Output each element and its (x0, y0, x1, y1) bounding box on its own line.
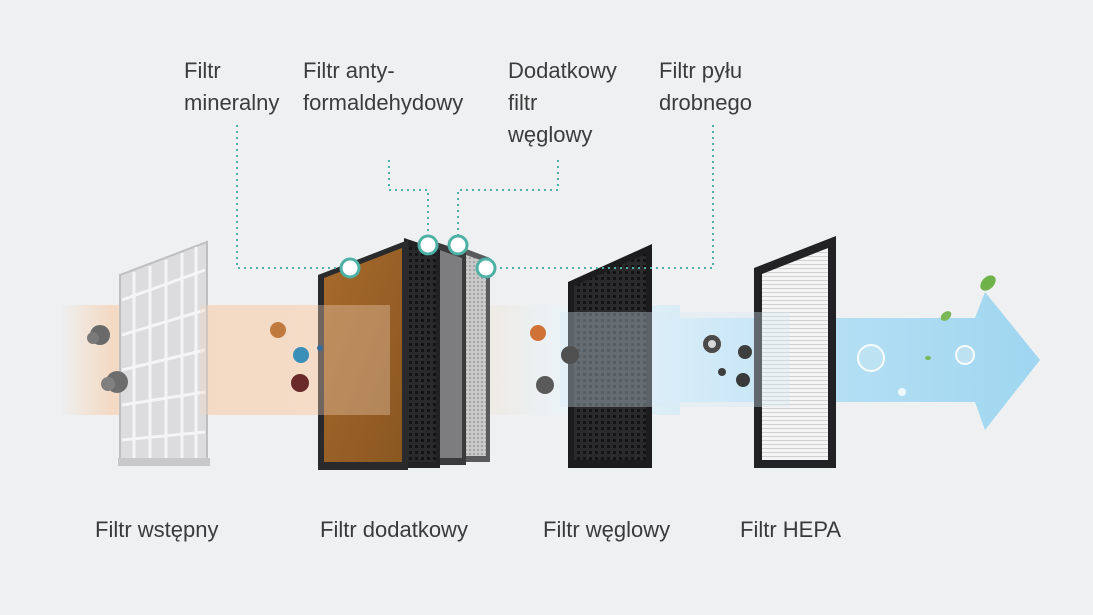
pollutant-particle-icon (87, 322, 752, 394)
callout-fine-dust-filter: Filtr pyłu drobnego (659, 58, 752, 115)
leaf-icon (925, 275, 996, 360)
clean-air-droplet-icon (857, 344, 975, 396)
stage-label-carbon-filter: Filtr węglowy (543, 517, 671, 542)
pre-filter (118, 240, 210, 466)
hepa-filter (754, 236, 836, 468)
callout-leader-lines (236, 125, 714, 269)
air-flow-arrow-icon (650, 292, 1040, 430)
additional-filter-stack (318, 238, 490, 470)
stage-label-hepa-filter: Filtr HEPA (740, 517, 842, 542)
callout-extra-carbon-filter: Dodatkowy filtr węglowy (508, 58, 617, 147)
callout-mineral-filter: Filtr mineralny (184, 58, 280, 115)
stage-label-additional-filter: Filtr dodatkowy (320, 517, 468, 542)
stage-label-pre-filter: Filtr wstępny (95, 517, 219, 542)
callout-markers (339, 234, 497, 279)
callout-anti-formaldehyde-filter: Filtr anty- formaldehydowy (303, 58, 464, 115)
carbon-filter (568, 244, 652, 468)
